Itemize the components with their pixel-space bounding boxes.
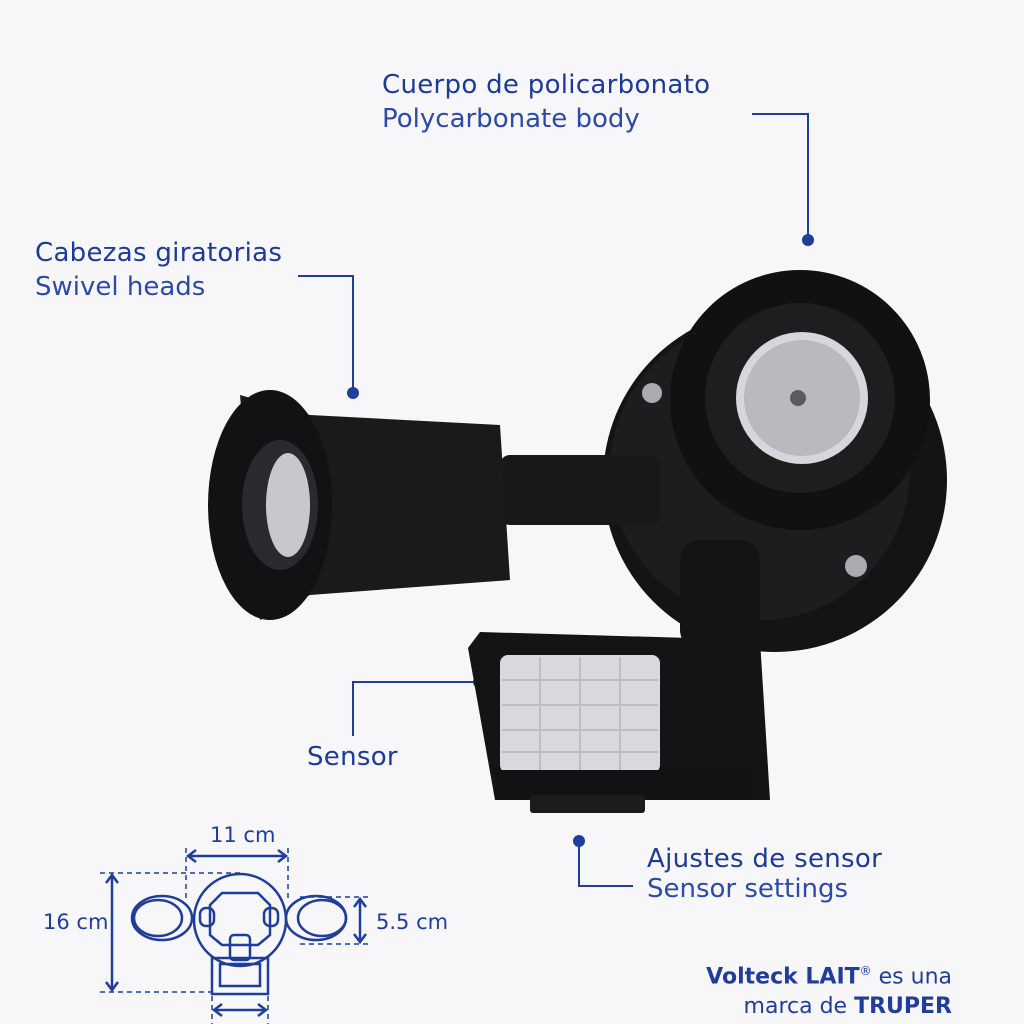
dimension-width: 11 cm (210, 823, 276, 847)
callout-dot-heads (347, 387, 359, 399)
brand-name: Volteck LAIT (706, 964, 860, 990)
registered-mark: ® (859, 964, 872, 978)
brand-company: TRUPER (854, 994, 952, 1020)
brand-statement: Volteck LAIT® es una marca de TRUPER (706, 956, 952, 1022)
callout-dot-settings (573, 835, 585, 847)
dimension-height: 16 cm (43, 910, 109, 934)
floodlight-photo (208, 270, 947, 813)
brand-text-2: marca de (743, 994, 848, 1020)
callout-heads-es: Cabezas giratorias (35, 238, 283, 268)
callout-settings-es: Ajustes de sensor (647, 844, 883, 874)
dimension-drawing (100, 848, 372, 1024)
callout-heads-en: Swivel heads (35, 272, 206, 302)
callout-lines (298, 113, 809, 887)
callout-settings-en: Sensor settings (647, 874, 849, 904)
callout-body-en: Polycarbonate body (382, 104, 640, 134)
brand-text-1: es una (878, 964, 952, 990)
dimension-head: 5.5 cm (376, 910, 449, 934)
callout-sensor: Sensor (307, 742, 398, 772)
callout-dot-body (802, 234, 814, 246)
callout-body-es: Cuerpo de policarbonato (382, 70, 711, 100)
